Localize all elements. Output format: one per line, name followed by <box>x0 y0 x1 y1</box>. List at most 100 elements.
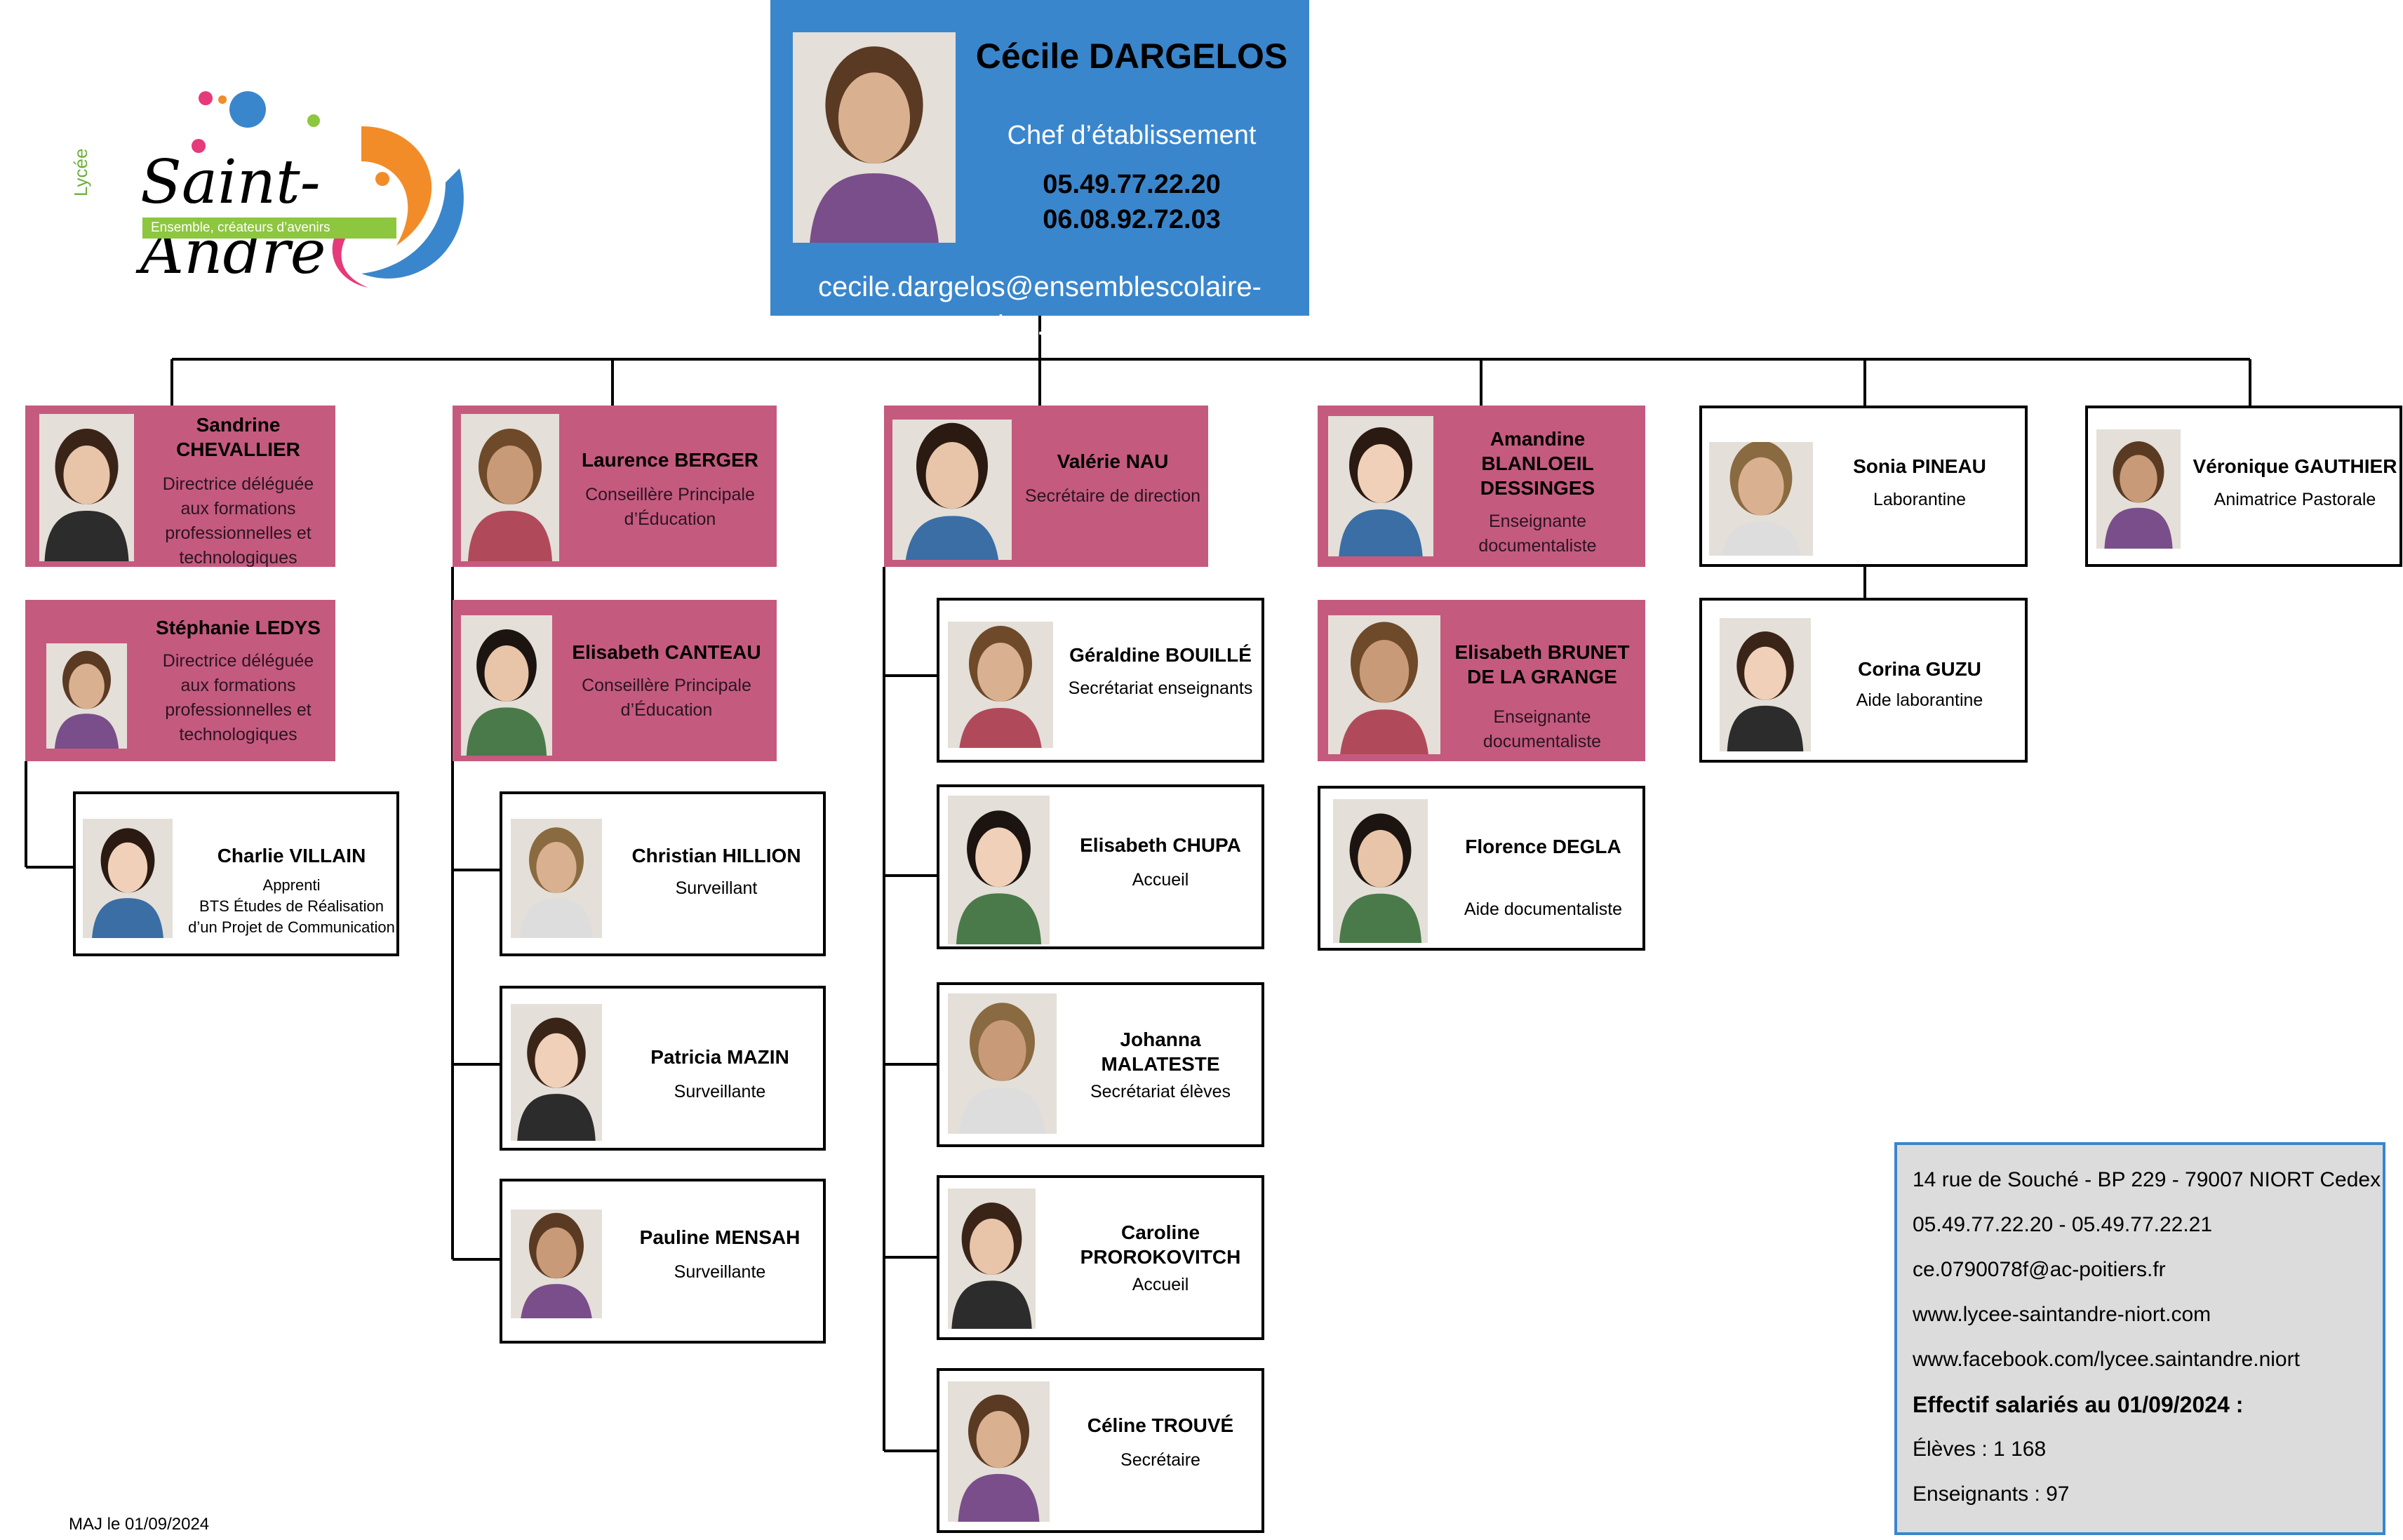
staff-card-pineau: Sonia PINEAU Laborantine <box>1699 406 2028 567</box>
staff-role: Conseillère Principale d’Éducation <box>585 485 755 529</box>
staff-name: Elisabeth CHUPA <box>1080 834 1241 856</box>
staff-card-malateste: Johanna MALATESTE Secrétariat élèves <box>937 982 1264 1147</box>
staff-photo <box>1328 416 1433 556</box>
staff-role: Conseillère Principale d’Éducation <box>582 676 751 720</box>
info-phones: 05.49.77.22.20 - 05.49.77.22.21 <box>1913 1213 2213 1236</box>
staff-name: Amandine BLANLOEIL DESSINGES <box>1480 428 1595 499</box>
staff-card-berger: Laurence BERGER Conseillère Principale d’… <box>453 406 777 567</box>
info-teachers: Enseignants : 97 <box>1913 1482 2070 1506</box>
director-card: Cécile DARGELOS Chef d’établissement 05.… <box>770 0 1309 341</box>
staff-photo <box>511 819 602 938</box>
staff-name: Laurence BERGER <box>581 449 759 471</box>
staff-role: Enseignante documentaliste <box>1482 707 1602 751</box>
staff-photo <box>948 993 1057 1134</box>
school-logo: Lycée Saint-André Ensemble, créateurs d’… <box>67 84 474 295</box>
staff-name: Johanna MALATESTE <box>1101 1029 1220 1075</box>
director-name: Cécile DARGELOS <box>975 36 1288 76</box>
staff-role: Aide laborantine <box>1856 690 1983 710</box>
staff-role: Aide documentaliste <box>1464 899 1623 919</box>
staff-photo <box>1720 618 1811 751</box>
staff-role: Laborantine <box>1873 490 1967 509</box>
info-email: ce.0790078f@ac-poitiers.fr <box>1913 1258 2166 1281</box>
info-facebook: www.facebook.com/lycee.saintandre.niort <box>1913 1348 2300 1371</box>
staff-name: Sandrine CHEVALLIER <box>176 414 300 460</box>
staff-card-gauthier: Véronique GAUTHIER Animatrice Pastorale <box>2085 406 2402 567</box>
staff-photo <box>46 643 127 749</box>
staff-photo <box>892 420 1012 560</box>
staff-card-canteau: Elisabeth CANTEAU Conseillère Principale … <box>453 600 777 761</box>
staff-photo <box>1328 615 1440 754</box>
staff-name: Florence DEGLA <box>1465 836 1621 857</box>
staff-role: Animatrice Pastorale <box>2214 490 2376 509</box>
staff-name: Caroline PROROKOVITCH <box>1080 1221 1241 1268</box>
staff-role: Secrétariat enseignants <box>1068 678 1253 698</box>
staff-name: Stéphanie LEDYS <box>156 617 321 638</box>
director-email: cecile.dargelos@ensemblescolaire-niort.c… <box>817 272 1261 341</box>
staff-card-brunet: Elisabeth BRUNET DE LA GRANGE Enseignante… <box>1318 600 1645 761</box>
logo-tagline: Ensemble, créateurs d’avenirs <box>142 217 396 239</box>
staff-photo <box>511 1210 602 1318</box>
staff-role: Directrice déléguée aux formations profe… <box>162 651 314 744</box>
staff-name: Christian HILLION <box>631 845 801 866</box>
info-address: 14 rue de Souché - BP 229 - 79007 NIORT … <box>1913 1168 2381 1191</box>
staff-role: Secrétaire de direction <box>1024 486 1201 506</box>
staff-card-degla: Florence DEGLA Aide documentaliste <box>1318 786 1645 951</box>
staff-name: Charlie VILLAIN <box>217 845 366 866</box>
staff-photo <box>1709 442 1813 556</box>
staff-role: Surveillant <box>675 878 758 898</box>
staff-card-mazin: Patricia MAZIN Surveillante <box>500 986 826 1151</box>
staff-photo <box>461 414 559 561</box>
staff-name: Corina GUZU <box>1858 658 1981 680</box>
director-phone-1: 05.49.77.22.20 <box>1043 170 1221 199</box>
staff-card-ledys: Stéphanie LEDYS Directrice déléguée aux f… <box>25 600 335 761</box>
staff-card-villain: Charlie VILLAIN Apprenti BTS Études de Ré… <box>73 791 399 956</box>
school-info-box: 14 rue de Souché - BP 229 - 79007 NIORT … <box>1894 1142 2385 1535</box>
staff-role: Secrétaire <box>1120 1450 1200 1470</box>
staff-card-hillion: Christian HILLION Surveillant <box>500 791 826 956</box>
staff-name: Elisabeth BRUNET DE LA GRANGE <box>1454 641 1630 688</box>
staff-photo <box>461 615 552 756</box>
staff-photo <box>83 819 173 938</box>
staff-role: Surveillante <box>674 1082 766 1102</box>
staff-name: Elisabeth CANTEAU <box>572 641 761 663</box>
staff-card-guzu: Corina GUZU Aide laborantine <box>1699 598 2028 763</box>
staff-card-nau: Valérie NAU Secrétaire de direction <box>884 406 1208 567</box>
staff-photo <box>2096 429 2181 549</box>
logo-lycee-text: Lycée <box>70 148 91 196</box>
staff-role: Accueil <box>1132 1275 1189 1294</box>
director-phone-2: 06.08.92.72.03 <box>1043 205 1221 234</box>
staff-role: Directrice déléguée aux formations profe… <box>162 474 314 568</box>
staff-name: Patricia MAZIN <box>650 1046 789 1068</box>
staff-card-prorokovitch: Caroline PROROKOVITCH Accueil <box>937 1175 1264 1340</box>
staff-name: Sonia PINEAU <box>1853 455 1986 477</box>
update-date: MAJ le 01/09/2024 <box>69 1515 210 1534</box>
staff-card-trouve: Céline TROUVÉ Secrétaire <box>937 1368 1264 1533</box>
director-photo <box>793 32 956 243</box>
staff-role: Secrétariat élèves <box>1090 1082 1231 1102</box>
staff-photo <box>948 1381 1050 1522</box>
staff-card-blanloeil: Amandine BLANLOEIL DESSINGES Enseignante … <box>1318 406 1645 567</box>
info-students: Élèves : 1 168 <box>1913 1438 2047 1461</box>
staff-name: Valérie NAU <box>1057 450 1169 472</box>
staff-role: Surveillante <box>674 1262 766 1282</box>
staff-name: Géraldine BOUILLÉ <box>1069 644 1252 666</box>
staff-card-bouille: Géraldine BOUILLÉ Secrétariat enseignants <box>937 598 1264 763</box>
staff-card-mensah: Pauline MENSAH Surveillante <box>500 1179 826 1344</box>
staff-name: Pauline MENSAH <box>639 1226 801 1248</box>
staff-photo <box>948 622 1053 748</box>
staff-card-chupa: Elisabeth CHUPA Accueil <box>937 784 1264 949</box>
staff-name: Véronique GAUTHIER <box>2193 455 2397 477</box>
director-role: Chef d’établissement <box>1007 121 1257 150</box>
staff-photo <box>948 1189 1036 1329</box>
staff-photo <box>39 414 134 561</box>
staff-role: Apprenti BTS Études de Réalisation d’un … <box>188 876 395 936</box>
staff-name: Céline TROUVÉ <box>1087 1414 1234 1436</box>
staff-role: Enseignante documentaliste <box>1478 511 1597 556</box>
staff-photo <box>948 796 1050 944</box>
staff-role: Accueil <box>1132 870 1189 890</box>
info-website: www.lycee-saintandre-niort.com <box>1913 1303 2211 1326</box>
staff-card-chevallier: Sandrine CHEVALLIER Directrice déléguée a… <box>25 406 335 568</box>
staff-photo <box>511 1004 602 1141</box>
staff-photo <box>1333 799 1428 943</box>
info-staff-title: Effectif salariés au 01/09/2024 : <box>1913 1392 2244 1417</box>
